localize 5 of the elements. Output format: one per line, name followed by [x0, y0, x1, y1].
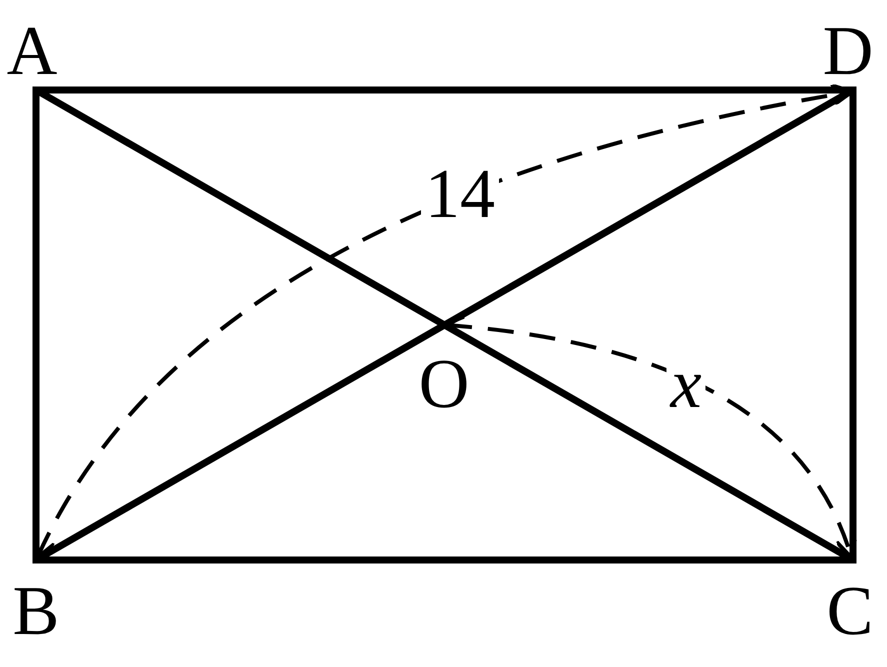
vertex-label: C — [826, 577, 874, 647]
vertex-label: D — [822, 17, 874, 87]
vertex-label: A — [6, 17, 58, 87]
point-label: O — [418, 350, 470, 420]
vertex-label: B — [12, 577, 60, 647]
